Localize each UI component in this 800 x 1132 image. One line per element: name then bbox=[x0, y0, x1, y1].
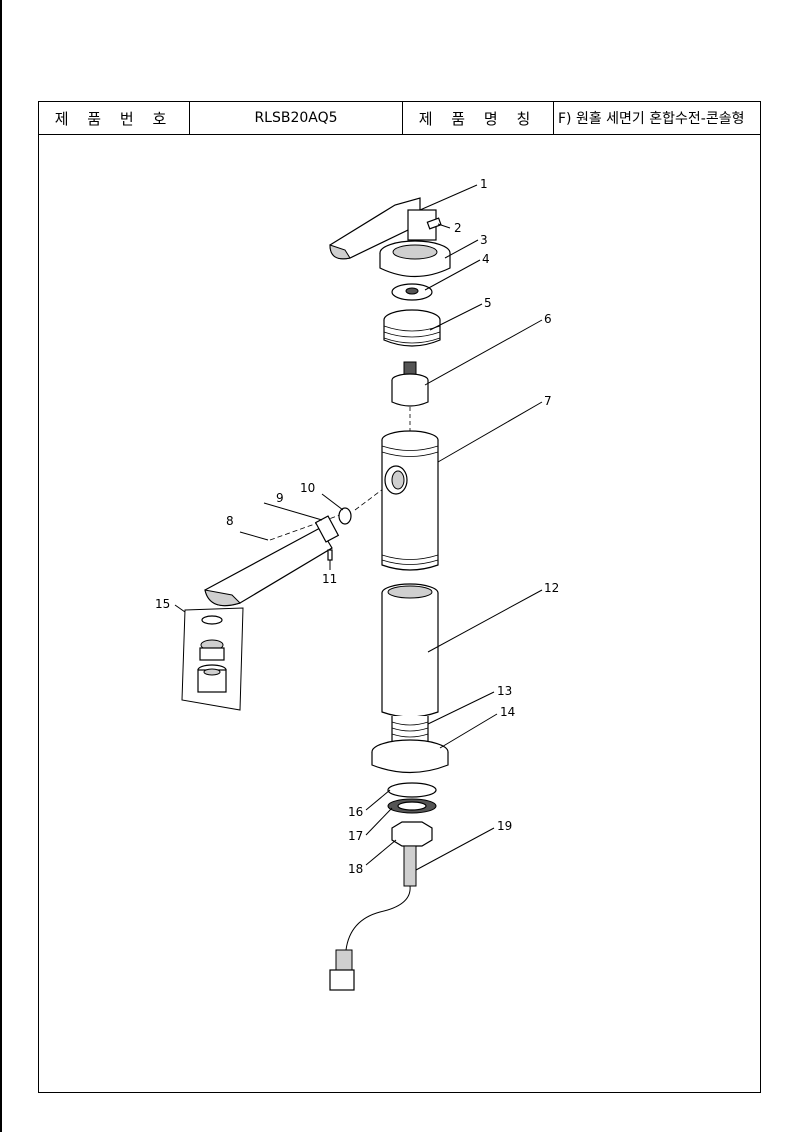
part-number-2: 2 bbox=[454, 221, 462, 235]
part-o-ring bbox=[338, 507, 352, 525]
part-cartridge bbox=[391, 361, 429, 407]
part-number-6: 6 bbox=[544, 312, 552, 326]
part-cap-ring bbox=[379, 240, 451, 277]
part-flexible-hose bbox=[329, 845, 417, 991]
part-threaded-nut bbox=[383, 309, 441, 347]
part-number-10: 10 bbox=[300, 481, 315, 495]
part-number-1: 1 bbox=[480, 177, 488, 191]
part-number-5: 5 bbox=[484, 296, 492, 310]
part-number-11: 11 bbox=[322, 572, 337, 586]
product-number-label: 제 품 번 호 bbox=[39, 102, 190, 134]
part-pin bbox=[327, 549, 333, 561]
part-hex-nut bbox=[391, 821, 433, 847]
part-number-15: 15 bbox=[155, 597, 170, 611]
part-body-lower bbox=[381, 583, 439, 718]
part-number-7: 7 bbox=[544, 394, 552, 408]
part-spout bbox=[204, 527, 333, 607]
product-name-value: F) 원홀 세면기 혼합수전-콘솔형 bbox=[558, 111, 745, 127]
part-number-17: 17 bbox=[348, 829, 363, 843]
part-number-9: 9 bbox=[276, 491, 284, 505]
part-screw bbox=[426, 217, 442, 230]
title-block: 제 품 번 호 RLSB20AQ5 제 품 명 칭 F) 원홀 세면기 혼합수전… bbox=[38, 101, 761, 135]
part-aerator-set bbox=[181, 607, 244, 711]
part-lever-handle bbox=[329, 197, 437, 260]
part-number-4: 4 bbox=[482, 252, 490, 266]
part-number-8: 8 bbox=[226, 514, 234, 528]
side-axis bbox=[269, 514, 341, 541]
product-number-value: RLSB20AQ5 bbox=[190, 102, 403, 134]
part-number-19: 19 bbox=[497, 819, 512, 833]
part-number-13: 13 bbox=[497, 684, 512, 698]
product-name-label: 제 품 명 칭 bbox=[403, 102, 554, 134]
leader-lines bbox=[174, 184, 543, 871]
part-number-16: 16 bbox=[348, 805, 363, 819]
part-body-upper bbox=[381, 430, 439, 571]
part-lower-washers bbox=[387, 782, 437, 814]
part-number-12: 12 bbox=[544, 581, 559, 595]
part-number-14: 14 bbox=[500, 705, 515, 719]
part-number-3: 3 bbox=[480, 233, 488, 247]
page-edge bbox=[0, 0, 2, 1132]
part-washer bbox=[391, 283, 433, 301]
part-base-flange bbox=[371, 739, 449, 774]
part-connector bbox=[314, 515, 340, 543]
part-number-18: 18 bbox=[348, 862, 363, 876]
